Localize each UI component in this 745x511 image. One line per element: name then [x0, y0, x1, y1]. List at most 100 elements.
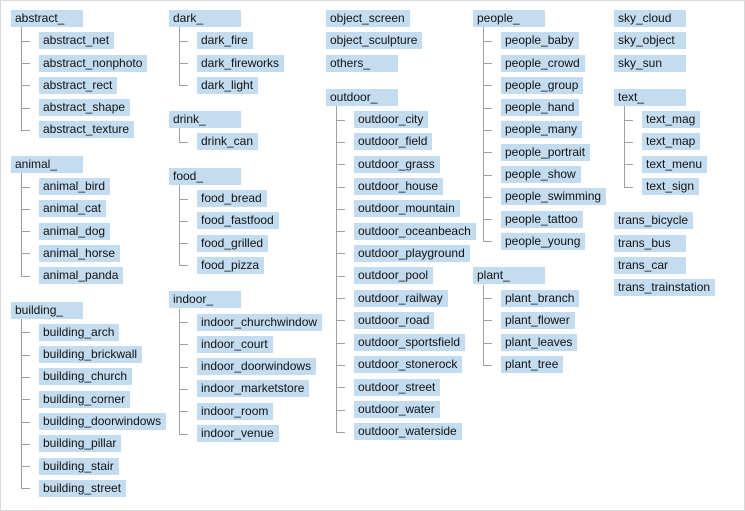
tree-node-label[interactable]: people_ — [473, 10, 545, 27]
tree-node-child[interactable]: outdoor_grass — [326, 155, 476, 177]
tree-node-label[interactable]: outdoor_railway — [354, 289, 448, 307]
tree-node-child[interactable]: animal_horse — [11, 244, 166, 266]
tree-node-label[interactable]: dark_fireworks — [197, 54, 285, 72]
tree-node-child[interactable]: building_street — [11, 479, 166, 501]
tree-node-label[interactable]: building_stair — [39, 457, 119, 475]
tree-node-child[interactable]: indoor_marketstore — [169, 379, 322, 401]
tree-node-child[interactable]: people_crowd — [473, 54, 606, 76]
tree-node-child[interactable]: text_menu — [614, 155, 715, 177]
tree-node-label[interactable]: people_many — [501, 121, 583, 139]
tree-node-root[interactable]: people_ — [473, 9, 606, 31]
tree-node-label[interactable]: text_map — [642, 133, 701, 151]
tree-node-label[interactable]: animal_dog — [39, 222, 111, 240]
tree-node-child[interactable]: indoor_doorwindows — [169, 357, 322, 379]
tree-node-root[interactable]: trans_trainstation — [614, 278, 716, 300]
tree-node-label[interactable]: building_street — [39, 479, 127, 497]
tree-node-label[interactable]: trans_bicycle — [614, 212, 694, 230]
tree-node-root[interactable]: abstract_ — [11, 9, 166, 31]
tree-node-root[interactable]: building_ — [11, 301, 166, 323]
tree-node-label[interactable]: indoor_ — [169, 291, 241, 309]
tree-node-child[interactable]: food_pizza — [169, 256, 322, 278]
tree-node-label[interactable]: abstract_ — [11, 10, 83, 27]
tree-node-label[interactable]: outdoor_stonerock — [354, 356, 463, 374]
tree-node-label[interactable]: object_sculpture — [326, 32, 423, 50]
tree-node-label[interactable]: plant_leaves — [501, 334, 578, 352]
tree-node-child[interactable]: outdoor_stonerock — [326, 355, 476, 377]
tree-node-child[interactable]: outdoor_oceanbeach — [326, 222, 476, 244]
tree-node-label[interactable]: building_arch — [39, 323, 120, 341]
tree-node-label[interactable]: plant_branch — [501, 289, 580, 307]
tree-node-root[interactable]: others_ — [326, 54, 476, 76]
tree-node-label[interactable]: people_group — [501, 76, 584, 94]
tree-node-child[interactable]: building_stair — [11, 457, 166, 479]
tree-node-label[interactable]: food_bread — [197, 190, 267, 208]
tree-node-child[interactable]: animal_panda — [11, 266, 166, 288]
tree-node-label[interactable]: abstract_net — [39, 32, 115, 50]
tree-node-label[interactable]: plant_ — [473, 267, 545, 285]
tree-node-child[interactable]: text_mag — [614, 110, 715, 132]
tree-node-label[interactable]: outdoor_field — [354, 133, 433, 151]
tree-node-label[interactable]: animal_bird — [39, 178, 111, 196]
tree-node-label[interactable]: sky_object — [614, 32, 686, 50]
tree-node-child[interactable]: people_young — [473, 232, 606, 254]
tree-node-label[interactable]: people_portrait — [501, 143, 591, 161]
tree-node-label[interactable]: text_sign — [642, 178, 700, 196]
tree-node-child[interactable]: outdoor_road — [326, 311, 476, 333]
tree-node-child[interactable]: outdoor_waterside — [326, 422, 476, 444]
tree-node-child[interactable]: outdoor_house — [326, 177, 476, 199]
tree-node-child[interactable]: abstract_rect — [11, 76, 166, 98]
tree-node-label[interactable]: food_pizza — [197, 256, 265, 274]
tree-node-label[interactable]: outdoor_house — [354, 178, 444, 196]
tree-node-child[interactable]: abstract_net — [11, 31, 166, 53]
tree-node-label[interactable]: outdoor_street — [354, 378, 441, 396]
tree-node-label[interactable]: plant_tree — [501, 356, 564, 374]
tree-node-root[interactable]: sky_cloud — [614, 9, 715, 31]
tree-node-child[interactable]: drink_can — [169, 132, 322, 154]
tree-node-child[interactable]: dark_fire — [169, 31, 322, 53]
tree-node-label[interactable]: sky_sun — [614, 54, 686, 72]
tree-node-label[interactable]: trans_bus — [614, 234, 686, 252]
tree-node-label[interactable]: abstract_shape — [39, 99, 131, 117]
tree-node-label[interactable]: building_brickwall — [39, 346, 143, 364]
tree-node-child[interactable]: dark_fireworks — [169, 54, 322, 76]
tree-node-label[interactable]: indoor_room — [197, 402, 274, 420]
tree-node-child[interactable]: people_portrait — [473, 143, 606, 165]
tree-node-label[interactable]: people_hand — [501, 99, 580, 117]
tree-node-label[interactable]: outdoor_road — [354, 311, 435, 329]
tree-node-root[interactable]: trans_bicycle — [614, 211, 715, 233]
tree-node-root[interactable]: trans_bus — [614, 234, 715, 256]
tree-node-label[interactable]: abstract_texture — [39, 121, 135, 139]
tree-node-label[interactable]: dark_light — [197, 76, 259, 94]
tree-node-root[interactable]: indoor_ — [169, 290, 322, 312]
tree-node-label[interactable]: people_swimming — [501, 188, 607, 206]
tree-node-label[interactable]: people_crowd — [501, 54, 585, 72]
tree-node-child[interactable]: outdoor_mountain — [326, 199, 476, 221]
tree-node-child[interactable]: animal_bird — [11, 177, 166, 199]
tree-node-child[interactable]: plant_flower — [473, 311, 606, 333]
tree-node-label[interactable]: text_menu — [642, 155, 708, 173]
tree-node-child[interactable]: building_arch — [11, 323, 166, 345]
tree-node-child[interactable]: outdoor_water — [326, 400, 476, 422]
tree-node-label[interactable]: animal_horse — [39, 244, 121, 262]
tree-node-child[interactable]: text_sign — [614, 177, 715, 199]
tree-node-label[interactable]: animal_ — [11, 155, 83, 173]
tree-node-label[interactable]: dark_ — [169, 10, 241, 27]
tree-node-child[interactable]: people_tattoo — [473, 210, 606, 232]
tree-node-child[interactable]: animal_dog — [11, 222, 166, 244]
tree-node-label[interactable]: food_ — [169, 167, 241, 185]
tree-node-label[interactable]: text_ — [614, 88, 686, 106]
tree-node-label[interactable]: indoor_marketstore — [197, 380, 310, 398]
tree-node-label[interactable]: trans_trainstation — [614, 279, 716, 297]
tree-node-child[interactable]: outdoor_playground — [326, 244, 476, 266]
tree-node-label[interactable]: text_mag — [642, 111, 701, 129]
tree-node-child[interactable]: outdoor_sportsfield — [326, 333, 476, 355]
tree-node-root[interactable]: object_screen — [326, 9, 476, 31]
tree-node-label[interactable]: outdoor_oceanbeach — [354, 222, 476, 240]
tree-node-label[interactable]: drink_can — [197, 133, 259, 151]
tree-node-root[interactable]: sky_object — [614, 31, 715, 53]
tree-node-label[interactable]: food_grilled — [197, 234, 269, 252]
tree-node-label[interactable]: building_doorwindows — [39, 413, 167, 431]
tree-node-label[interactable]: object_screen — [326, 10, 410, 27]
tree-node-child[interactable]: abstract_nonphoto — [11, 54, 166, 76]
tree-node-label[interactable]: outdoor_sportsfield — [354, 334, 466, 352]
